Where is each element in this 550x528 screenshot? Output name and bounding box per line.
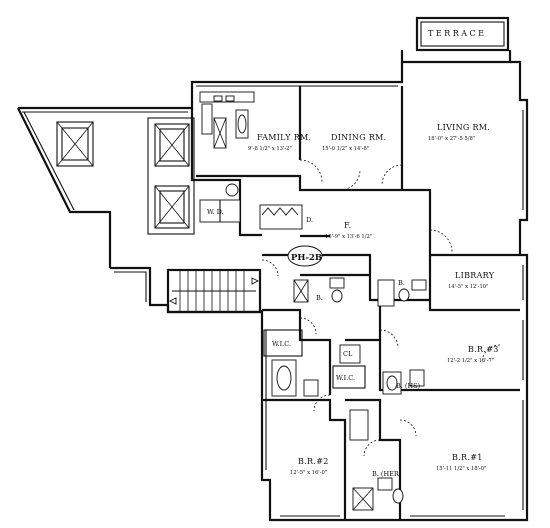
- foyer-label: F.: [344, 221, 351, 230]
- library-dims: 14'-5" x 12'-10": [448, 284, 488, 290]
- door-swings: [261, 159, 501, 457]
- washer-dryer-label: W. D.: [207, 208, 224, 216]
- terrace: TERRACE: [415, 16, 510, 52]
- bath-her: B. (HER): [349, 409, 404, 511]
- dining-room-dims: 15'-0 1/2" x 14'-8": [322, 146, 369, 152]
- br2-dims: 12'-5" x 16'-0": [290, 470, 327, 476]
- wic-1: W.I.C.: [263, 329, 303, 357]
- br1-label: B.R.#1: [452, 453, 483, 462]
- wic-2-label: W.I.C.: [336, 374, 355, 382]
- kitchen-fixtures: [199, 91, 255, 149]
- bath-her-label: B. (HER): [372, 470, 402, 478]
- bath-b: B.: [377, 279, 427, 307]
- unit-marker: PH-2B: [287, 245, 323, 267]
- windows: [265, 110, 524, 517]
- cl-label: CL: [343, 350, 353, 358]
- living-room-label: LIVING RM.: [437, 123, 490, 132]
- stairs: [166, 268, 262, 314]
- bath-b-label: B.: [398, 279, 405, 287]
- family-room-label: FAMILY RM.: [257, 133, 311, 142]
- wic-2: W.I.C.: [332, 365, 366, 389]
- elevators: [56, 117, 195, 235]
- foyer-dims: 10'-9" x 13'-6 1/2": [325, 234, 372, 240]
- bath-hs-label: B. (HS): [396, 382, 421, 390]
- dining-room-label: DINING RM.: [331, 133, 386, 142]
- br3-dims: 12'-2 1/2" x 13'-7": [447, 358, 494, 364]
- br3-label: B.R.#3: [468, 345, 499, 354]
- unit-label: PH-2B: [291, 253, 322, 263]
- laundry: W. D. D.: [199, 183, 313, 230]
- wic-1-label: W.I.C.: [272, 340, 291, 348]
- br1-dims: 15'-11 1/2" x 18'-0": [436, 466, 486, 472]
- br2-label: B.R.#2: [298, 457, 329, 466]
- cl-closet: CL: [339, 344, 361, 364]
- bath-a: B.: [293, 277, 345, 303]
- room-labels: FAMILY RM. 9'-8 1/2" x 13'-2" DINING RM.…: [248, 123, 499, 476]
- family-room-dims: 9'-8 1/2" x 13'-2": [248, 146, 292, 152]
- bath-a-label: B.: [316, 294, 323, 302]
- bath-hs: B. (HS): [382, 369, 425, 395]
- terrace-label: TERRACE: [428, 29, 486, 38]
- dishwasher-label: D.: [306, 216, 313, 224]
- bath-br2: [271, 359, 319, 397]
- living-room-dims: 18'-0" x 27'-5 5/8": [428, 136, 475, 142]
- library-label: LIBRARY: [455, 271, 495, 280]
